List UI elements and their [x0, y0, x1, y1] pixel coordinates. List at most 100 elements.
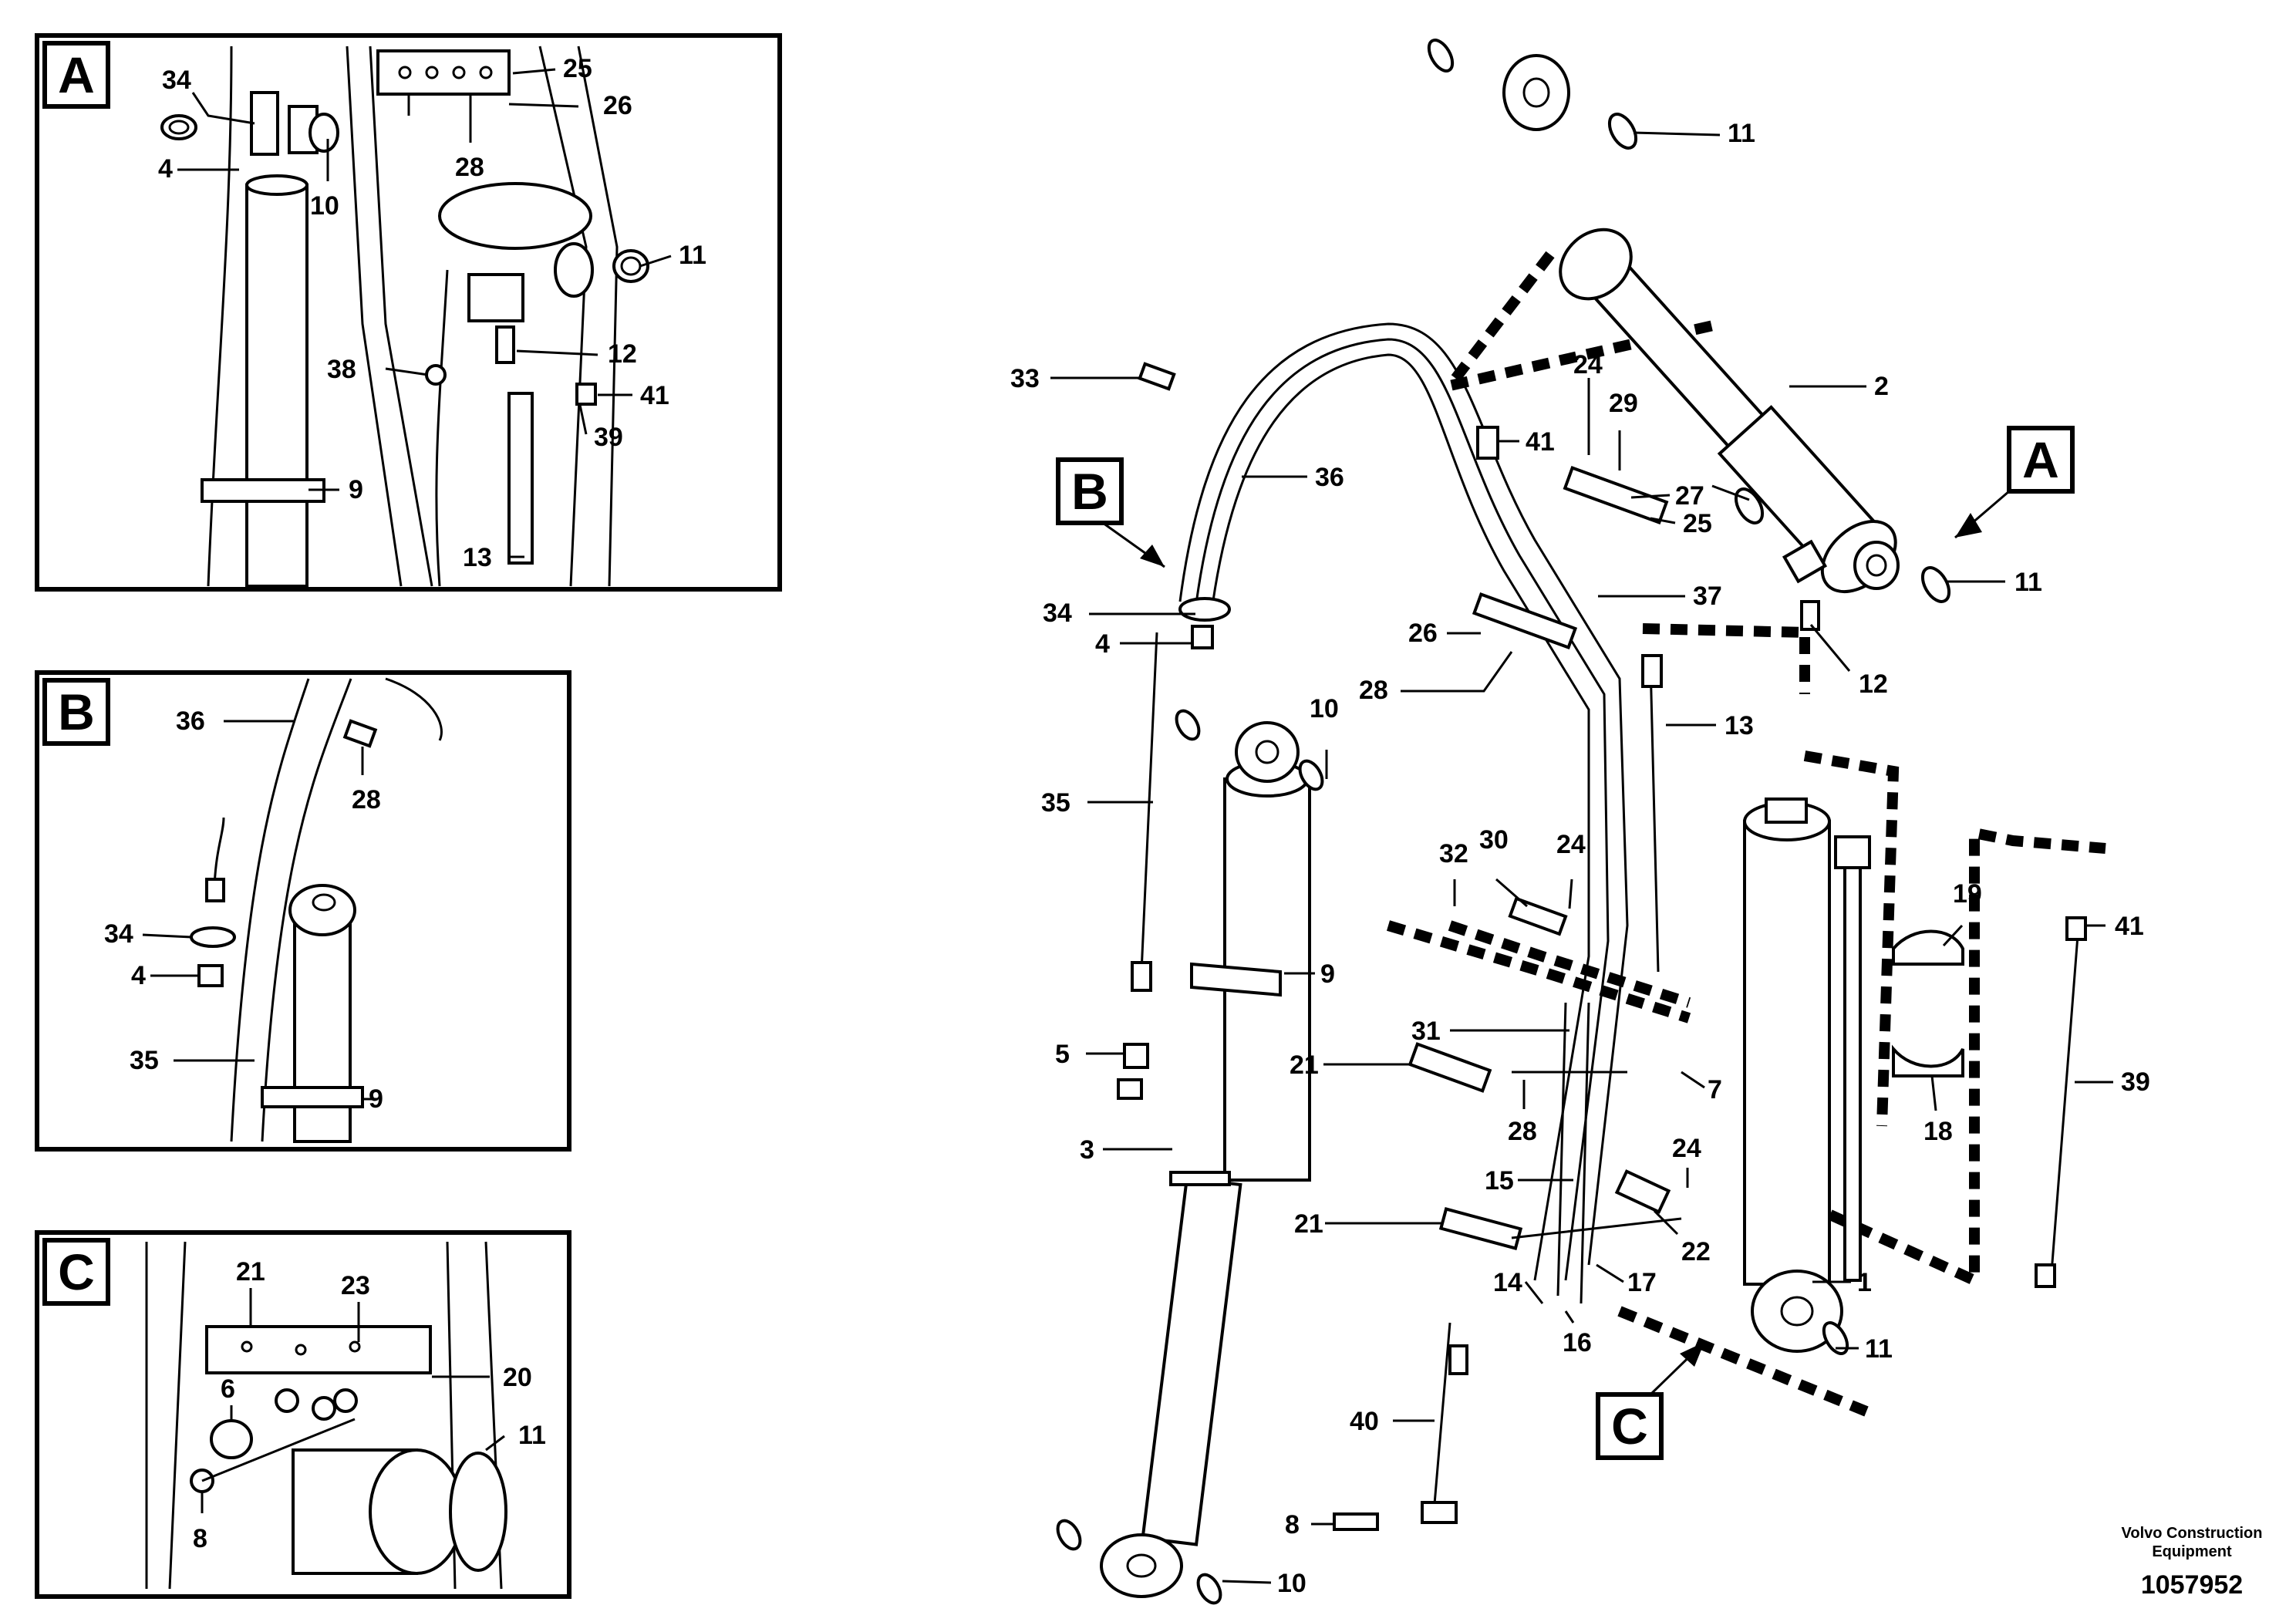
- label-10-bottom: 10: [1277, 1569, 1306, 1598]
- label-11-low: 11: [1865, 1334, 1893, 1364]
- inset-c-label-8: 8: [193, 1524, 207, 1553]
- label-2: 2: [1874, 372, 1889, 401]
- inset-a-label-11: 11: [679, 241, 706, 270]
- inset-b-label-36: 36: [176, 706, 205, 736]
- inset-c-label-11: 11: [518, 1421, 546, 1450]
- main-exploded-view: A B C: [1010, 39, 2150, 1605]
- inset-c: C 21 23 20 6 11 8: [35, 1230, 571, 1599]
- hose-36: [1178, 322, 1629, 1266]
- group-outline-c: [1617, 1306, 1869, 1417]
- clamp-18: [1892, 1044, 1964, 1077]
- inset-a-label-10: 10: [310, 191, 339, 221]
- inset-a-label-4: 4: [158, 154, 173, 184]
- cylinder-3: [1100, 721, 1311, 1598]
- label-9: 9: [1320, 959, 1335, 989]
- label-24-low: 24: [1672, 1134, 1701, 1163]
- inset-b-letter-box: [42, 678, 110, 746]
- label-41-right: 41: [2115, 912, 2144, 941]
- label-4: 4: [1095, 629, 1110, 659]
- label-36: 36: [1315, 463, 1344, 492]
- inset-c-label-6: 6: [221, 1374, 235, 1404]
- inset-b-label-9: 9: [369, 1084, 383, 1114]
- label-30: 30: [1479, 825, 1509, 855]
- inset-a-block-25: [376, 49, 511, 96]
- label-17: 17: [1627, 1268, 1657, 1297]
- inset-a-cylinder: [245, 184, 308, 588]
- label-8: 8: [1285, 1510, 1300, 1539]
- label-11-top: 11: [1728, 119, 1755, 148]
- callout-b: B: [1056, 457, 1165, 568]
- footer: Volvo Construction Equipment 1057952: [2122, 1525, 2263, 1600]
- label-13: 13: [1725, 711, 1754, 740]
- inset-b-label-35: 35: [130, 1046, 159, 1075]
- label-39: 39: [2121, 1067, 2150, 1097]
- inset-b-label-28: 28: [352, 785, 381, 814]
- label-1: 1: [1857, 1268, 1872, 1297]
- label-32: 32: [1439, 839, 1468, 868]
- label-28-top: 28: [1359, 676, 1388, 705]
- company-line-2: Equipment: [2152, 1543, 2232, 1560]
- label-5: 5: [1055, 1040, 1070, 1069]
- inset-c-letter: C: [58, 1243, 95, 1300]
- bracket-21-top: [1408, 1042, 1492, 1093]
- svg-text:B: B: [1071, 463, 1108, 520]
- inset-a: A: [35, 33, 782, 592]
- clamp-19: [1892, 929, 1964, 966]
- label-16: 16: [1563, 1328, 1592, 1357]
- inset-a-label-34: 34: [162, 66, 191, 95]
- group-outline-39: [1802, 826, 2106, 1289]
- group-outline-top: [1436, 251, 1721, 395]
- company-line-1: Volvo Construction: [2122, 1525, 2263, 1542]
- inset-a-label-25: 25: [563, 54, 592, 83]
- callout-a: A: [1954, 426, 2075, 539]
- inset-a-label-28: 28: [455, 153, 484, 182]
- label-27: 27: [1675, 481, 1704, 511]
- group-outline-19-18: [1803, 750, 1900, 1127]
- bolt-8: [1333, 1512, 1379, 1531]
- label-31: 31: [1411, 1017, 1441, 1046]
- inset-c-label-21: 21: [236, 1257, 265, 1286]
- inset-c-label-23: 23: [341, 1271, 370, 1300]
- group-outline-mid-1: [1386, 920, 1691, 1023]
- label-35: 35: [1041, 788, 1070, 818]
- block-25: [1563, 466, 1669, 524]
- hose-40: [1433, 1322, 1451, 1513]
- label-7: 7: [1708, 1075, 1722, 1104]
- callout-c: C: [1596, 1340, 1706, 1460]
- group-outline-mid-2: [1448, 920, 1691, 1008]
- cylinder-2: [1559, 228, 1897, 594]
- inset-b-label-4: 4: [131, 961, 146, 990]
- label-40: 40: [1350, 1407, 1379, 1436]
- inset-c-label-20: 20: [503, 1363, 532, 1392]
- inset-a-label-12: 12: [608, 339, 637, 369]
- label-28-mid: 28: [1508, 1117, 1537, 1146]
- label-37: 37: [1693, 582, 1722, 611]
- label-15: 15: [1485, 1166, 1514, 1195]
- label-18: 18: [1923, 1117, 1953, 1146]
- inset-c-letter-box: [42, 1238, 110, 1306]
- label-21-low: 21: [1294, 1209, 1323, 1239]
- label-24-top: 24: [1573, 350, 1603, 379]
- clip-30: [1508, 896, 1568, 936]
- hose-13: [1649, 663, 1660, 973]
- inset-b: B 36 28 34 4 35 9: [35, 670, 571, 1152]
- label-33: 33: [1010, 364, 1040, 393]
- label-26: 26: [1408, 619, 1438, 648]
- inset-c-block-21: [205, 1325, 432, 1374]
- inset-a-label-41: 41: [640, 381, 669, 410]
- inset-a-label-9: 9: [349, 475, 363, 504]
- label-34: 34: [1043, 599, 1072, 628]
- label-22: 22: [1681, 1237, 1711, 1266]
- label-24-mid: 24: [1556, 830, 1586, 859]
- svg-text:A: A: [2022, 431, 2059, 488]
- label-10-top: 10: [1310, 694, 1339, 723]
- bracket-21-low: [1438, 1207, 1523, 1250]
- inset-b-letter: B: [58, 683, 95, 740]
- cylinder-1: [1743, 798, 1871, 1353]
- clip-33: [1138, 362, 1176, 391]
- block-26: [1472, 592, 1578, 650]
- inset-a-label-38: 38: [327, 355, 356, 384]
- inset-a-letter-box: [42, 41, 110, 109]
- label-11-mid: 11: [2014, 568, 2042, 597]
- drawing-number: 1057952: [2141, 1570, 2243, 1600]
